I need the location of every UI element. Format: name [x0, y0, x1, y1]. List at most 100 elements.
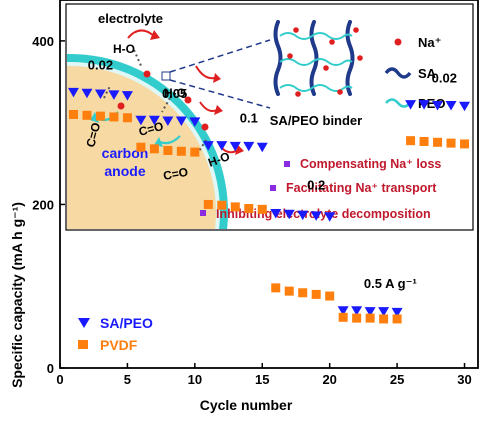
pvdf-point — [122, 113, 132, 123]
sa-peo-point — [202, 141, 214, 151]
sa-legend-label: SA — [418, 66, 437, 81]
zoom-line — [169, 39, 271, 73]
peo-chain — [279, 58, 353, 66]
arrow-icon — [127, 29, 155, 39]
sa-peo-point — [351, 306, 363, 316]
sa-peo-point — [216, 141, 228, 151]
ho-label: H-O — [164, 86, 186, 100]
pvdf-point — [460, 139, 470, 149]
na-dot — [117, 102, 125, 110]
x-tick-label: 25 — [390, 372, 404, 387]
co-label: C=O — [137, 119, 165, 139]
sa-peo-point — [364, 307, 376, 317]
pvdf-point — [217, 200, 227, 210]
legend-label-sa-peo: SA/PEO — [100, 315, 153, 331]
sa-peo-point — [162, 116, 174, 127]
peo-legend-icon — [385, 98, 411, 108]
arrow-icon — [159, 135, 181, 145]
rate-label: 0.05 — [162, 86, 187, 101]
pvdf-point — [298, 288, 308, 298]
sa-peo-point — [148, 115, 160, 126]
pvdf-point — [149, 144, 159, 154]
rate-label: 0.02 — [88, 58, 113, 73]
arrow-icon — [195, 65, 216, 80]
sa-legend-icon — [384, 67, 412, 79]
legend-marker-pvdf — [78, 340, 88, 349]
sa-peo-point — [310, 211, 322, 221]
bullet-icon — [200, 210, 206, 216]
bond-line — [133, 49, 143, 69]
peo-chain — [279, 84, 353, 92]
binder-label: SA/PEO binder — [270, 113, 362, 128]
sa-peo-point — [67, 87, 79, 98]
plot-frame — [59, 0, 479, 369]
bullet-text-3: Inhibiting electrolyte decomposition — [216, 207, 431, 221]
na-dot — [201, 123, 209, 131]
ho-label: H-O — [113, 42, 135, 56]
zoom-line — [169, 79, 271, 109]
data-marks — [67, 87, 471, 324]
bullet-icon — [284, 161, 290, 167]
pvdf-point — [257, 204, 267, 214]
sa-peo-point — [175, 116, 187, 127]
pvdf-point — [190, 147, 200, 157]
co-label: C=O — [83, 121, 103, 149]
sa-peo-point — [378, 307, 390, 317]
y-axis-label: Specific capacity (mA h g⁻¹) — [9, 202, 25, 388]
pvdf-point — [163, 145, 173, 155]
pvdf-point — [379, 314, 389, 324]
co-label: C=O — [162, 165, 189, 183]
sa-peo-point — [337, 306, 349, 316]
x-tick-label: 0 — [56, 372, 63, 387]
sa-peo-point — [297, 210, 309, 221]
sa-chain — [273, 20, 283, 96]
pvdf-point — [230, 202, 240, 212]
sa-peo-point — [459, 101, 471, 112]
na-dot — [143, 70, 151, 78]
zoom-box — [161, 71, 171, 81]
plot-axes — [59, 0, 479, 369]
sa-peo-point — [243, 141, 255, 152]
pvdf-point — [365, 313, 375, 323]
pvdf-point — [244, 204, 254, 214]
arrowhead-icon — [150, 30, 160, 40]
legend-label-pvdf: PVDF — [100, 337, 138, 353]
legend-marker-sa-peo — [78, 318, 90, 328]
pvdf-point — [284, 286, 294, 296]
pvdf-point — [68, 109, 78, 119]
na-legend-label: Na⁺ — [418, 35, 441, 50]
y-tick-label: 0 — [47, 361, 54, 376]
pvdf-point — [271, 283, 281, 293]
pvdf-point — [82, 110, 92, 120]
pvdf-point — [136, 142, 146, 152]
sa-peo-point — [135, 115, 147, 126]
rate-label: 0.02 — [432, 71, 457, 86]
bullet-text-1: Compensating Na⁺ loss — [300, 157, 441, 171]
sa-peo-point — [418, 100, 430, 110]
pvdf-point — [392, 314, 402, 324]
sa-peo-point — [121, 91, 133, 101]
sa-peo-point — [445, 100, 457, 111]
sa-peo-point — [432, 100, 444, 111]
x-tick-label: 30 — [457, 372, 471, 387]
peo-chain — [279, 32, 353, 40]
schematic-inset: electrolyte H-O H-O H-O C=O C=O C=O carb… — [65, 3, 474, 231]
bond-line — [103, 85, 111, 99]
sa-peo-point — [391, 307, 403, 318]
pvdf-point — [325, 291, 335, 301]
rate-label: 0.1 — [240, 111, 258, 126]
pvdf-point — [176, 146, 186, 156]
sa-peo-point — [229, 141, 241, 152]
x-tick-label: 5 — [124, 372, 131, 387]
binder-network — [273, 20, 363, 97]
y-tick-label: 400 — [32, 34, 54, 49]
rate-label: 0.2 — [307, 178, 325, 193]
pvdf-point — [338, 312, 348, 322]
pvdf-point — [433, 137, 443, 147]
sa-peo-point — [283, 209, 295, 220]
sa-peo-point — [108, 90, 120, 100]
carbon-label-line2: anode — [104, 163, 145, 179]
rate-labels: 0.020.050.10.20.5 A g⁻¹0.02 — [88, 58, 457, 291]
sa-peo-point — [405, 100, 417, 110]
